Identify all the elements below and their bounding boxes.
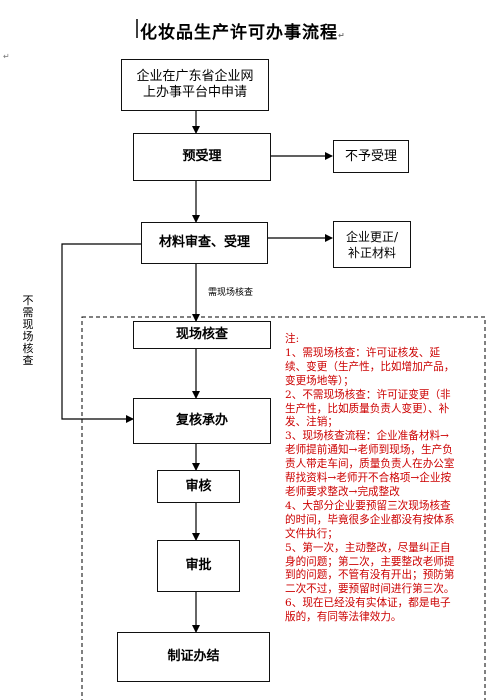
page-title: 化妆品生产许可办事流程↵ <box>140 18 346 43</box>
note-item-3: 3、现场核查流程：企业准备材料→老师提前通知→老师到现场，生产负责人带走车间，质… <box>285 430 455 498</box>
supplement-text: 企业更正/补正材料 <box>345 229 399 260</box>
supplement-box: 企业更正/补正材料 <box>333 221 411 268</box>
issue-certificate-text: 制证办结 <box>167 649 220 664</box>
inspection-dashed-frame <box>81 316 486 700</box>
approve-text: 审批 <box>185 558 212 573</box>
apply-online-text: 企业在广东省企业网上办事平台中申请 <box>136 69 254 100</box>
approve-box: 审批 <box>157 540 240 592</box>
note-item-5: 5、第一次，主动整改，尽量纠正自身的问题；第二次，主要整改老师提到的问题，不管有… <box>285 541 455 596</box>
material-review-text: 材料审查、受理 <box>158 235 250 250</box>
note-item-2: 2、不需现场核查：许可证变更（非生产性，比如质量负责人变更）、补发、注销； <box>285 388 451 429</box>
material-review-box: 材料审查、受理 <box>141 222 268 264</box>
notes-panel: 注: 1、需现场核查：许可证核发、延续、变更（生产性，比如增加产品，变更场地等）… <box>285 333 455 625</box>
need-inspection-label: 需现场核查 <box>208 288 254 298</box>
onsite-inspection-box: 现场核查 <box>133 321 271 349</box>
pre-acceptance-text: 预受理 <box>182 149 222 164</box>
recheck-box: 复核承办 <box>133 398 271 444</box>
apply-online-box: 企业在广东省企业网上办事平台中申请 <box>121 59 269 111</box>
issue-certificate-box: 制证办结 <box>117 632 270 682</box>
recheck-text: 复核承办 <box>175 413 228 428</box>
audit-text: 审核 <box>185 478 212 494</box>
reject-text: 不予受理 <box>344 148 397 164</box>
audit-box: 审核 <box>157 470 240 503</box>
paragraph-mark: ↵ <box>3 52 10 61</box>
no-inspection-label: 不需现场核查 <box>22 294 34 367</box>
pre-acceptance-box: 预受理 <box>133 133 271 181</box>
paragraph-mark: ↵ <box>338 31 346 40</box>
arrow-bypass-recheck <box>61 243 141 423</box>
title-text: 化妆品生产许可办事流程 <box>140 23 338 43</box>
note-item-1: 1、需现场核查：许可证核发、延续、变更（生产性，比如增加产品，变更场地等）； <box>285 346 455 387</box>
note-item-6: 6、现在已经没有实体证，都是电子版的，有同等法律效力。 <box>285 597 451 624</box>
onsite-inspection-text: 现场核查 <box>175 327 228 342</box>
notes-heading: 注: <box>285 333 300 345</box>
note-item-4: 4、大部分企业要预留三次现场核查的时间，毕竟很多企业都没有按体系文件执行； <box>285 499 455 540</box>
reject-box: 不予受理 <box>333 140 409 173</box>
